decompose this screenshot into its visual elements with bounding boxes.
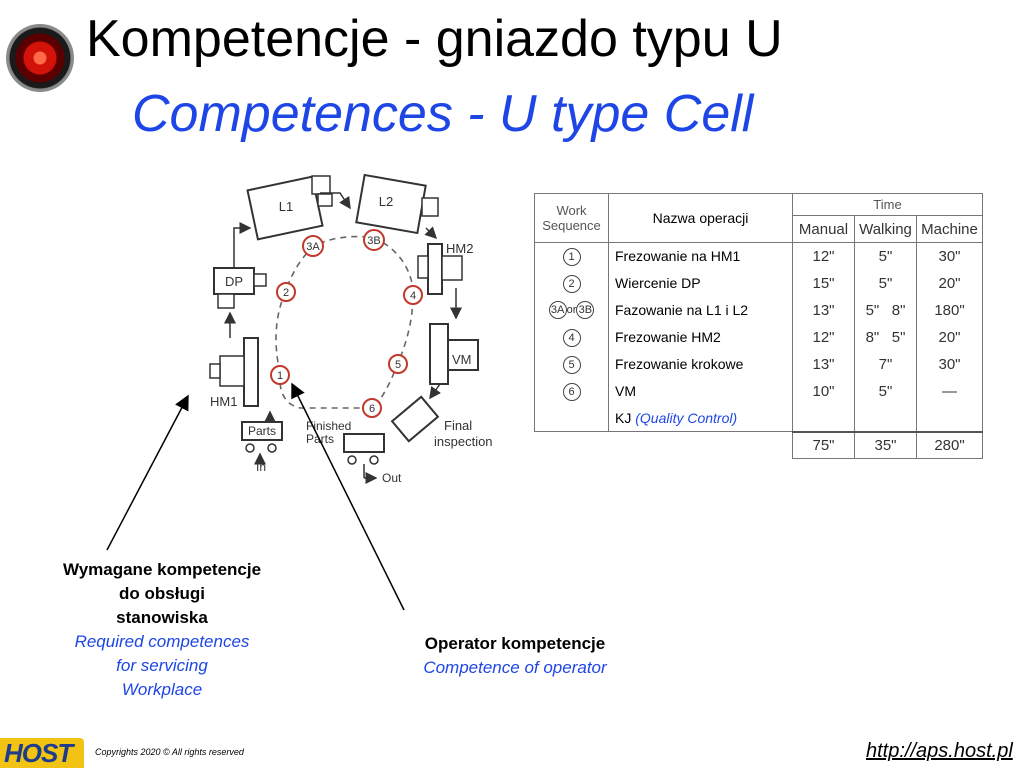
header-machine: Machine bbox=[916, 215, 983, 243]
step-3b: 3B bbox=[367, 235, 380, 247]
machine-vm: VM bbox=[429, 323, 479, 385]
hal-eye-logo bbox=[6, 24, 74, 92]
final-inspection-station: Final inspection bbox=[390, 395, 493, 449]
total-walking: 35" bbox=[854, 430, 917, 459]
label-finished-2: Parts bbox=[306, 432, 334, 446]
copyright-notice: Copyrights 2020 © All rights reserved bbox=[95, 747, 244, 757]
operation-name: Wiercenie DP bbox=[608, 269, 793, 297]
seq-badge: 6 bbox=[562, 382, 581, 401]
operation-name: Frezowanie na HM1 bbox=[608, 242, 793, 270]
material-flow bbox=[224, 192, 462, 423]
header-walking: Walking bbox=[854, 215, 917, 243]
walking-time: 7" bbox=[854, 350, 917, 378]
table-row: 1 Frezowanie na HM1 12" 5" 30" bbox=[534, 242, 983, 270]
label-vm: VM bbox=[452, 352, 472, 367]
seq-badge: 2 bbox=[562, 274, 581, 293]
manual-time: 13" bbox=[792, 350, 855, 378]
label-dp: DP bbox=[225, 274, 243, 289]
machine-time: 20" bbox=[916, 269, 983, 297]
header-operation-name: Nazwa operacji bbox=[608, 193, 793, 243]
seq-badge: 5 bbox=[562, 355, 581, 374]
page-title-en: Competences - U type Cell bbox=[132, 85, 754, 143]
table-row: 6 VM 10" 5" — bbox=[534, 377, 983, 405]
table-row: 2 Wiercenie DP 15" 5" 20" bbox=[534, 269, 983, 297]
walking-time: 5" bbox=[854, 242, 917, 270]
workplace-competences-caption: Wymagane kompetencje do obsługi stanowis… bbox=[62, 560, 262, 699]
operator-path bbox=[275, 235, 414, 409]
manual-time: 15" bbox=[792, 269, 855, 297]
operator-competences-caption: Operator kompetencje Competence of opera… bbox=[423, 634, 607, 677]
machine-l2: L2 bbox=[355, 173, 439, 235]
label-l2: L2 bbox=[379, 194, 393, 209]
label-out: Out bbox=[382, 471, 402, 485]
walking-time: 8" 5" bbox=[854, 323, 917, 351]
parts-in-cart: Parts In bbox=[241, 421, 283, 474]
header-time: Time bbox=[792, 193, 983, 216]
label-hm2: HM2 bbox=[446, 241, 473, 256]
walking-time: 5" 8" bbox=[854, 296, 917, 324]
machine-time: — bbox=[916, 377, 983, 405]
step-1: 1 bbox=[277, 370, 283, 382]
machine-l1: L1 bbox=[246, 175, 333, 241]
table-row: KJ (Quality Control) bbox=[534, 404, 983, 432]
walking-time: 5" bbox=[854, 269, 917, 297]
operation-name: Frezowanie krokowe bbox=[608, 350, 793, 378]
seq-badge: 1 bbox=[562, 247, 581, 266]
machine-time: 20" bbox=[916, 323, 983, 351]
label-in: In bbox=[256, 460, 266, 474]
host-logo: HOST bbox=[0, 738, 84, 768]
step-5: 5 bbox=[395, 359, 401, 371]
operation-name-kj: KJ (Quality Control) bbox=[608, 404, 793, 432]
label-l1: L1 bbox=[279, 199, 293, 214]
machine-hm2: HM2 bbox=[417, 241, 473, 295]
step-3a: 3A bbox=[306, 241, 320, 253]
operation-name: Frezowanie HM2 bbox=[608, 323, 793, 351]
manual-time: 13" bbox=[792, 296, 855, 324]
machine-time: 30" bbox=[916, 350, 983, 378]
step-2: 2 bbox=[283, 287, 289, 299]
label-final-2: inspection bbox=[434, 434, 493, 449]
label-finished-1: Finished bbox=[306, 419, 351, 433]
operation-name: Fazowanie na L1 i L2 bbox=[608, 296, 793, 324]
manual-time: 12" bbox=[792, 323, 855, 351]
finished-parts-cart: Finished Parts Out bbox=[306, 419, 402, 485]
label-parts: Parts bbox=[248, 424, 276, 438]
seq-badge: 4 bbox=[562, 328, 581, 347]
manual-time: 10" bbox=[792, 377, 855, 405]
label-final-1: Final bbox=[444, 418, 472, 433]
u-cell-diagram: L1 L2 HM2 VM Final inspection DP HM1 bbox=[209, 173, 493, 485]
machine-hm1: HM1 bbox=[209, 337, 259, 409]
page-title-pl: Kompetencje - gniazdo typu U bbox=[86, 10, 783, 68]
table-totals-row: 75" 35" 280" bbox=[535, 430, 983, 459]
table-row: 4 Frezowanie HM2 12" 8" 5" 20" bbox=[534, 323, 983, 351]
step-6: 6 bbox=[369, 403, 375, 415]
arrow-to-workplace bbox=[106, 394, 189, 551]
operation-name-vm: VM bbox=[608, 377, 793, 405]
step-4: 4 bbox=[410, 290, 416, 302]
total-machine: 280" bbox=[916, 430, 983, 459]
machine-time: 30" bbox=[916, 242, 983, 270]
machine-time: 180" bbox=[916, 296, 983, 324]
table-row: 5 Frezowanie krokowe 13" 7" 30" bbox=[534, 350, 983, 378]
walking-time: 5" bbox=[854, 377, 917, 405]
footer-url-link[interactable]: http://aps.host.pl bbox=[866, 740, 1013, 762]
header-manual: Manual bbox=[792, 215, 855, 243]
manual-time: 12" bbox=[792, 242, 855, 270]
label-hm1: HM1 bbox=[210, 394, 237, 409]
total-manual: 75" bbox=[792, 430, 855, 459]
machine-dp: DP bbox=[213, 267, 267, 309]
